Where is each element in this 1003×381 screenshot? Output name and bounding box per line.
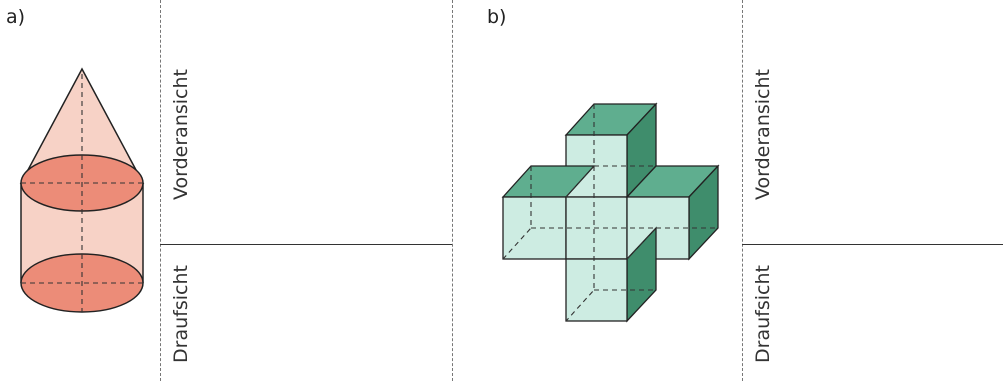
exercise-b-label: b) [487,6,507,28]
exercise-a-label: a) [6,6,26,28]
hidden-lines-a [21,74,143,312]
divider-a-left [160,0,161,381]
divider-middle [452,0,453,381]
cone-cylinder-figure [19,67,145,313]
front-view-label-b: Vorderansicht [752,69,774,200]
view-separator-b [742,244,1003,245]
hidden-lines-b [502,104,718,322]
top-view-label-b: Draufsicht [752,265,774,363]
view-separator-a [160,244,452,245]
cube-cross-figure [501,102,720,323]
top-view-label-a: Draufsicht [170,265,192,363]
divider-b-left [742,0,743,381]
front-view-label-a: Vorderansicht [170,69,192,200]
